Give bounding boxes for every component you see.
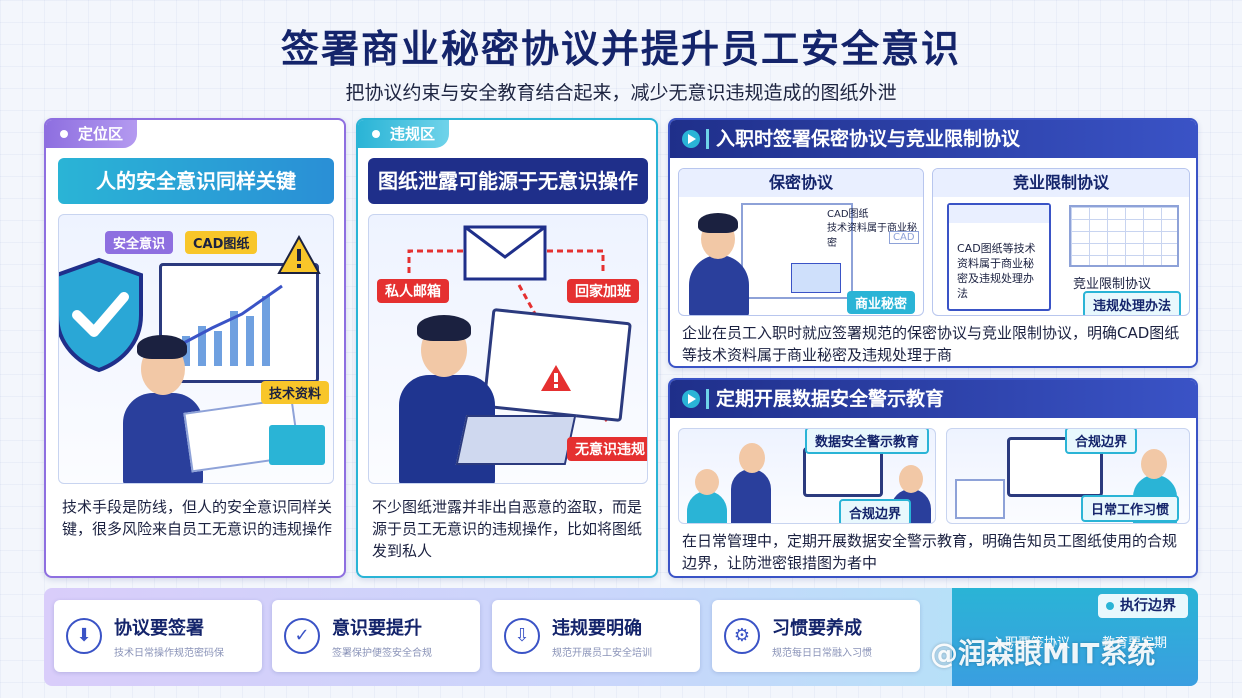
- education-text: 在日常管理中，定期开展数据安全警示教育，明确告知员工图纸使用的合规边界，让防泄密…: [682, 532, 1178, 572]
- violation-text: 不少图纸泄露并非出自恶意的盗取，而是源于员工无意识的违规操作，比如将图纸发到私人: [372, 498, 643, 560]
- presenter-figure: [731, 469, 771, 523]
- label-trade-secret: 商业秘密: [847, 291, 916, 314]
- envelope-icon: [463, 225, 547, 281]
- summary-card-violation: ⇩ 违规要明确 规范开展员工安全培训: [492, 600, 700, 672]
- summary-card-awareness: ✓ 意识要提升 签署保护便签安全合规: [272, 600, 480, 672]
- shield-check-icon: [59, 257, 143, 373]
- agreement-section: 入职时签署保密协议与竞业限制协议 保密协议 CAD图纸 技术资料属于商业秘密 C…: [668, 118, 1198, 368]
- noncompete-doc-text: CAD图纸等技术资料属于商业秘密及违规处理办法: [957, 242, 1036, 300]
- positioning-panel: 定位区 人的安全意识同样关键 安全意识 CAD图纸: [44, 118, 346, 578]
- noncompete-document: [947, 203, 1051, 311]
- exec-item-educate: 教育要定期: [1102, 636, 1168, 651]
- summary-strip: ⬇ 协议要签署 技术日常操作规范密码保 ✓ 意识要提升 签署保护便签安全合规 ⇩…: [44, 588, 1198, 686]
- warning-icon: [277, 235, 321, 274]
- label-violation-handling: 违规处理办法: [1083, 291, 1182, 315]
- file-stack: [955, 479, 1005, 519]
- positioning-text: 技术手段是防线，但人的安全意识同样关键，很多风险来自员工无意识的违规操作: [62, 498, 333, 538]
- play-icon: [682, 130, 700, 148]
- signer-figure: [689, 255, 749, 315]
- download-icon: ⬇: [66, 618, 102, 654]
- violation-illustration: 私人邮箱 回家加班 无意识违规: [368, 214, 648, 484]
- positioning-illustration: 安全意识 CAD图纸 技术资料: [58, 214, 334, 484]
- label-private-email: 私人邮箱: [377, 279, 449, 303]
- noncompete-title: 竞业限制协议: [933, 169, 1189, 197]
- violation-panel: 违规区 图纸泄露可能源于无意识操作 私人邮箱 回家加班 无意识违规 不少图纸泄露…: [356, 118, 658, 578]
- label-unconscious-violation: 无意识违规: [567, 437, 647, 461]
- noncompete-card: 竞业限制协议 CAD图纸等技术资料属于商业秘密及违规处理办法 竞业限制协议 违规…: [932, 168, 1190, 316]
- shield-down-icon: ⇩: [504, 618, 540, 654]
- education-section: 定期开展数据安全警示教育 数据安全警示教育 合规边界 合规边界 日常工作习惯 在…: [668, 378, 1198, 578]
- label-cad-drawing: CAD图纸: [185, 231, 258, 254]
- confidentiality-title: 保密协议: [679, 169, 923, 197]
- label-security-awareness: 安全意识: [105, 231, 174, 254]
- doc-line-1: CAD图纸: [827, 209, 869, 220]
- summary-card-habits: ⚙ 习惯要养成 规范每日日常融入习惯: [712, 600, 920, 672]
- execution-boundary: 执行边界 入职要签协议 教育要定期: [952, 588, 1198, 686]
- label-tech-data: 技术资料: [261, 381, 330, 404]
- shield-check-icon: ✓: [284, 618, 320, 654]
- label-home-overtime: 回家加班: [567, 279, 639, 303]
- education-illustration-left: 数据安全警示教育 合规边界: [678, 428, 936, 524]
- label-security-education: 数据安全警示教育: [805, 429, 930, 454]
- growth-chart-icon: [177, 284, 283, 366]
- agreement-text: 企业在员工入职时就应签署规范的保密协议与竞业限制协议，明确CAD图纸等技术资料属…: [682, 324, 1180, 364]
- presentation-screen: [803, 447, 883, 497]
- positioning-banner: 人的安全意识同样关键: [58, 158, 334, 204]
- page-subtitle: 把协议约束与安全教育结合起来，减少无意识违规造成的图纸外泄: [345, 82, 897, 104]
- contract-document: [741, 203, 853, 299]
- spreadsheet: [1069, 205, 1179, 267]
- gear-icon: ⚙: [724, 618, 760, 654]
- label-compliance-right: 合规边界: [1065, 429, 1138, 454]
- label-daily-habits: 日常工作习惯: [1081, 495, 1180, 522]
- exec-item-sign: 入职要签协议: [992, 636, 1071, 651]
- audience-figure: [687, 491, 727, 523]
- doc-line-2: 技术资料属于商业秘密: [827, 223, 917, 249]
- page-title: 签署商业秘密协议并提升员工安全意识: [280, 27, 961, 71]
- violation-tab: 违规区: [358, 120, 450, 148]
- laptop: [455, 415, 577, 465]
- monitor: [159, 263, 319, 383]
- agreement-heading: 入职时签署保密协议与竞业限制协议: [670, 120, 1196, 158]
- summary-card-agreement: ⬇ 协议要签署 技术日常操作规范密码保: [54, 600, 262, 672]
- execution-boundary-tab: 执行边界: [1098, 594, 1188, 618]
- alert-icon: [541, 365, 571, 391]
- education-illustration-right: 合规边界 日常工作习惯: [946, 428, 1190, 524]
- noncompete-side-label: 竞业限制协议: [1073, 277, 1152, 292]
- confidentiality-card: 保密协议 CAD图纸 技术资料属于商业秘密 CAD 商业秘密: [678, 168, 924, 316]
- folder: [269, 425, 325, 465]
- violation-banner: 图纸泄露可能源于无意识操作: [368, 158, 648, 204]
- education-heading: 定期开展数据安全警示教育: [670, 380, 1196, 418]
- positioning-tab: 定位区: [46, 120, 138, 148]
- cad-badge: CAD: [889, 231, 919, 244]
- label-compliance-left: 合规边界: [839, 499, 912, 523]
- play-icon: [682, 390, 700, 408]
- watermark: @润森眼MIT系统: [930, 637, 1156, 670]
